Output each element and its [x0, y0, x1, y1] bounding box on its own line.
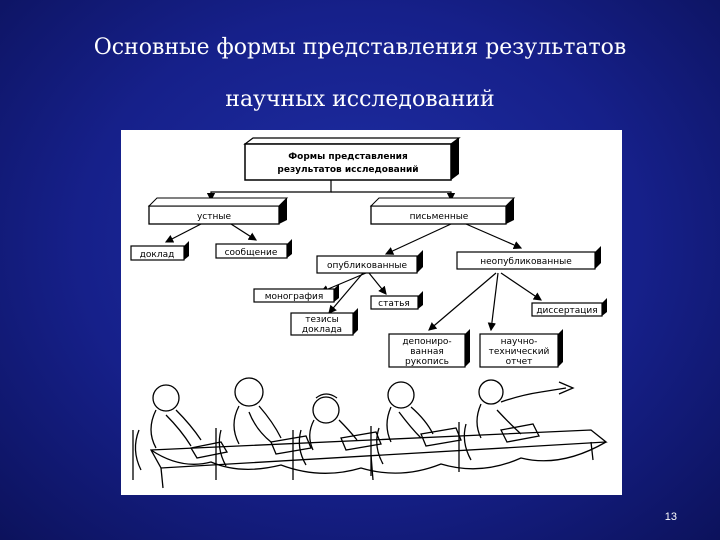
sci-tech-report-label-line2: технический: [489, 347, 550, 357]
report-label: доклад: [140, 250, 175, 260]
diagram-figure: Формы представления результатов исследов…: [121, 130, 622, 495]
published-label: опубликованные: [327, 261, 408, 271]
connectors: [164, 180, 542, 332]
page-number: 13: [664, 511, 677, 523]
deposited-label-line3: рукопись: [405, 357, 449, 367]
box-sci-tech-report: научно- технический отчет: [479, 329, 563, 368]
deposited-label-line2: ванная: [410, 347, 444, 357]
connector-root-oral: [206, 180, 332, 202]
box-abstracts: тезисы доклада: [290, 308, 358, 336]
title-line-1: Основные формы представления результатов: [93, 35, 627, 60]
connector-oral-report: [164, 223, 202, 243]
dissertation-label: диссертация: [536, 306, 597, 316]
box-published: опубликованные: [316, 250, 423, 274]
connector-unpublished-deposited: [428, 272, 497, 331]
connector-unpublished-sci-report: [487, 272, 499, 332]
unpublished-label: неопубликованные: [480, 257, 572, 267]
monograph-label: монография: [265, 292, 324, 302]
scientists-cartoon: [132, 377, 608, 489]
sci-tech-report-label-line1: научно-: [501, 337, 538, 347]
box-monograph: монография: [253, 284, 339, 303]
connector-published-article: [368, 272, 387, 295]
root-label-line2: результатов исследований: [277, 165, 418, 175]
slide-title: Основные формы представления результатов…: [0, 22, 720, 126]
box-root: Формы представления результатов исследов…: [243, 137, 461, 181]
connector-root-written: [331, 191, 456, 202]
sci-tech-report-label-line3: отчет: [506, 357, 533, 367]
root-label-line1: Формы представления: [288, 152, 408, 162]
article-label: статья: [378, 299, 410, 309]
box-oral: устные: [147, 197, 289, 225]
abstracts-label-line2: доклада: [302, 325, 342, 335]
diagram-svg: Формы представления результатов исследов…: [130, 137, 608, 489]
box-unpublished: неопубликованные: [456, 246, 601, 270]
oral-label: устные: [197, 212, 232, 222]
abstracts-label-line1: тезисы: [305, 315, 338, 325]
connector-unpublished-dissertation: [500, 272, 542, 301]
connector-oral-message: [230, 223, 258, 241]
message-label: сообщение: [225, 248, 278, 258]
connector-written-unpublished: [465, 223, 523, 249]
box-message: сообщение: [215, 239, 292, 259]
connector-published-abstracts: [328, 272, 364, 314]
box-article: статья: [370, 291, 423, 310]
written-label: письменные: [410, 212, 469, 222]
box-written: письменные: [369, 197, 516, 225]
connector-written-published: [384, 223, 452, 255]
title-line-2: научных исследований: [225, 87, 495, 112]
box-report: доклад: [130, 241, 189, 261]
box-deposited: депониро- ванная рукопись: [388, 329, 470, 368]
deposited-label-line1: депониро-: [402, 337, 451, 347]
box-dissertation: диссертация: [531, 298, 607, 317]
